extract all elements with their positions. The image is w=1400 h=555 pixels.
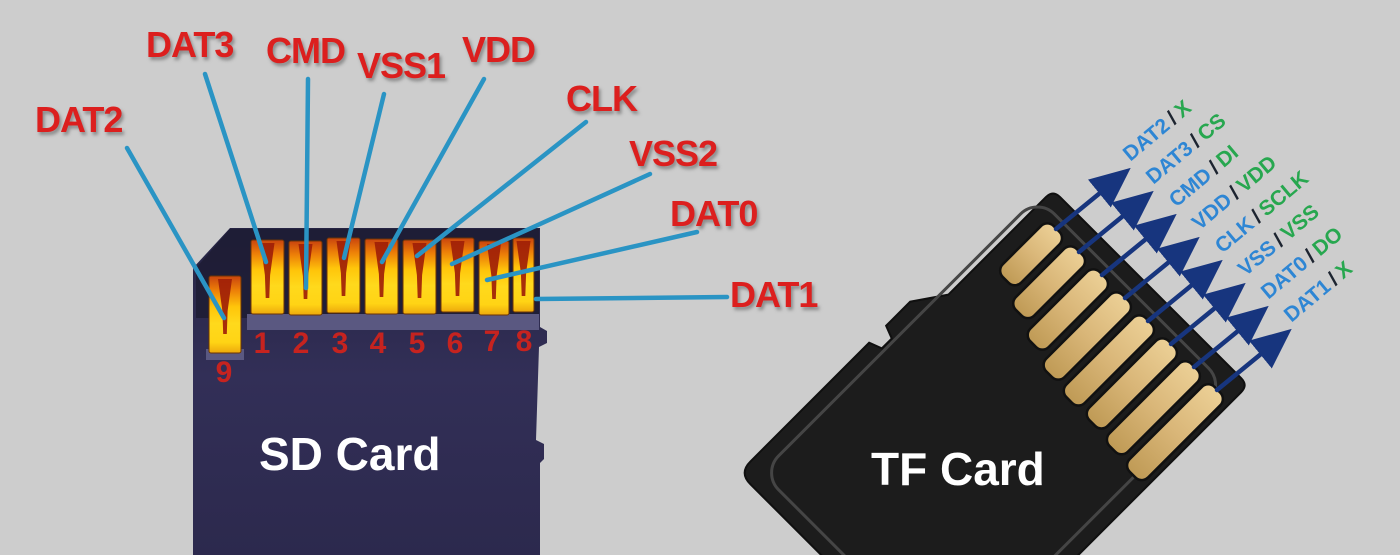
sd-pin-number-3: 3: [332, 327, 349, 360]
arrow-dat1: [1214, 328, 1292, 393]
sd-pin-number-4: 4: [370, 327, 387, 360]
sd-pin-number-5: 5: [409, 327, 426, 360]
sd-label-dat2: DAT2: [35, 99, 123, 140]
sd-label-clk: CLK: [566, 78, 638, 119]
sd-label-dat0: DAT0: [670, 193, 758, 234]
lead-line-vss1: [341, 91, 387, 261]
lead-line-clk: [414, 119, 589, 259]
sd-label-dat3: DAT3: [146, 24, 234, 65]
sd-card-graphic: 1 2 3 4 5 6 7 8 9: [124, 71, 730, 555]
arrow-vss: [1168, 282, 1246, 347]
tf-card-graphic: [743, 192, 1246, 555]
sd-pin-number-9: 9: [216, 356, 233, 389]
sd-lead-lines: [124, 71, 730, 321]
sd-label-vss1: VSS1: [357, 45, 446, 86]
sd-label-vdd: VDD: [462, 29, 536, 70]
sd-label-vss2: VSS2: [629, 133, 718, 174]
arrow-dat0: [1191, 305, 1269, 370]
sd-pin-shelf: [247, 314, 539, 330]
arrow-vdd: [1122, 236, 1200, 301]
tf-arrows: [1053, 167, 1292, 393]
tf-card-title: TF Card: [871, 443, 1045, 495]
sd-pin-number-2: 2: [293, 327, 310, 360]
arrow-clk: [1145, 259, 1223, 324]
arrow-dat3: [1076, 190, 1154, 255]
arrow-dat2: [1053, 167, 1131, 232]
sd-pin-number-6: 6: [447, 327, 464, 360]
lead-line-dat0: [484, 229, 700, 283]
lead-line-vss2: [449, 171, 653, 267]
lead-line-cmd: [303, 76, 311, 291]
sd-label-dat1: DAT1: [730, 274, 818, 315]
sd-label-cmd: CMD: [266, 30, 346, 71]
sd-pin-number-1: 1: [254, 327, 271, 360]
lead-line-dat3: [202, 71, 269, 265]
lead-line-dat2: [124, 145, 227, 321]
sd-pin9-shelf: [206, 349, 244, 360]
sd-pin-number-7: 7: [484, 325, 501, 358]
tf-card-body: [743, 192, 1246, 555]
sd-pin-number-8: 8: [516, 325, 533, 358]
arrow-cmd: [1099, 213, 1177, 278]
lead-line-vdd: [379, 76, 487, 265]
lead-line-dat1: [533, 294, 730, 302]
sd-card-title: SD Card: [259, 428, 441, 480]
